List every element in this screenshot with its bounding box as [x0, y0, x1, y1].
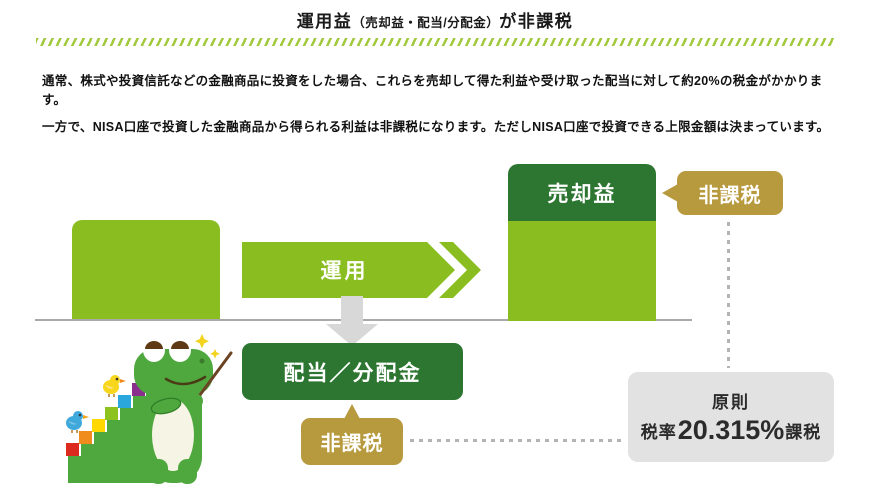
step-square-yellowgreen	[105, 407, 118, 420]
tax-free-badge-dividend: 非課税	[301, 404, 403, 465]
step-square-orange	[79, 431, 92, 444]
stripe-divider	[36, 38, 834, 46]
sale-profit-box: 売却益	[508, 164, 656, 221]
title-main-suffix: が非課税	[499, 12, 574, 31]
step-square-red	[66, 443, 79, 456]
paragraph-taxable-rule: 通常、株式や投資信託などの金融商品に投資をした場合、これらを売却して得た利益や受…	[42, 74, 823, 107]
step-square-yellow	[92, 419, 105, 432]
dotted-connector-vertical	[727, 222, 730, 368]
baseline	[35, 319, 692, 321]
rate-suffix: 課税	[785, 423, 822, 442]
investment-block	[72, 220, 220, 321]
yellow-bird-icon	[103, 375, 126, 397]
sparkle-icon	[210, 349, 220, 359]
blue-bird-icon	[66, 411, 89, 433]
sparkle-icon	[195, 334, 209, 349]
operation-arrow-icon	[242, 242, 481, 298]
operation-arrow-label: 運用	[320, 260, 369, 283]
rate-value: 20.315%	[677, 415, 785, 445]
step-square-cyan	[118, 395, 131, 408]
tax-free-badge-sale: 非課税	[662, 171, 783, 215]
pointer-stick-icon	[192, 351, 233, 405]
crocodile-mascot-icon	[66, 334, 233, 484]
title-paren: （売却益・配当/分配金）	[352, 16, 500, 30]
principle-title: 原則	[712, 393, 750, 412]
down-arrow-icon	[326, 296, 378, 346]
paragraph-nisa-exemption: 一方で、NISA口座で投資した金融商品から得られる利益は非課税になります。ただし…	[42, 120, 830, 134]
title-main-prefix: 運用益	[296, 12, 353, 31]
dotted-connector-horizontal	[410, 439, 624, 442]
sale-profit-growth-block	[508, 221, 656, 321]
dividend-box: 配当／分配金	[242, 343, 463, 400]
page-title: 運用益（売却益・配当/分配金）が非課税	[0, 7, 870, 32]
rate-prefix: 税率	[640, 423, 677, 442]
